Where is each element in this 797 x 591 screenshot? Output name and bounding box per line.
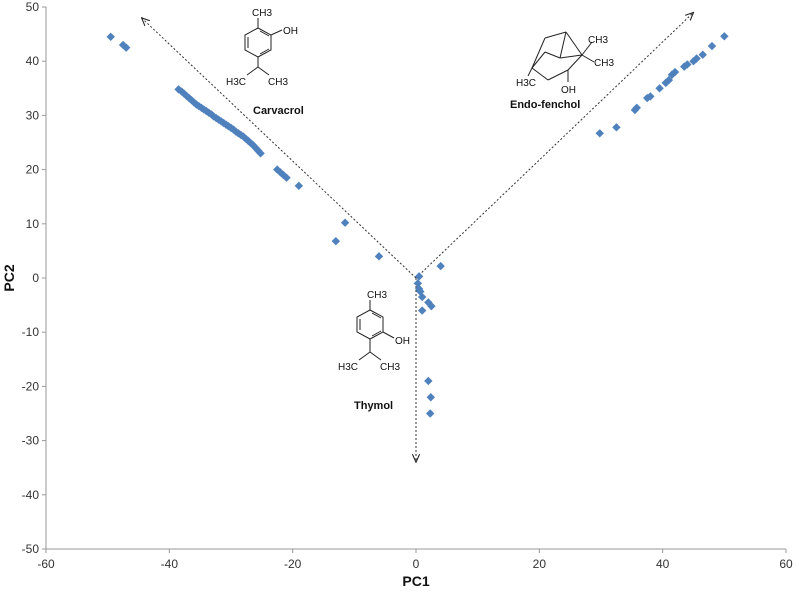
x-tick-label: -20 xyxy=(284,557,302,571)
data-point xyxy=(244,136,253,146)
carvacrol-atom-ch3-right: CH3 xyxy=(268,77,288,88)
data-point xyxy=(707,41,717,51)
data-point xyxy=(331,236,341,246)
data-point xyxy=(340,218,350,227)
data-point xyxy=(424,376,433,386)
y-tick-label: -40 xyxy=(22,488,40,502)
y-axis-ticks: 50 40 30 20 10 0 -10 -20 -30 -40 -50 xyxy=(22,0,46,556)
y-tick-label: 50 xyxy=(26,0,40,14)
carvacrol-label: Carvacrol xyxy=(253,105,304,117)
data-point xyxy=(646,92,655,101)
data-point xyxy=(106,32,115,42)
x-tick-label: -60 xyxy=(37,557,55,571)
thymol-atom-oh: OH xyxy=(395,336,410,347)
endo-fenchol-label: Endo-fenchol xyxy=(510,99,580,111)
data-point xyxy=(436,261,445,271)
data-point xyxy=(207,110,216,119)
data-point xyxy=(294,181,304,191)
plot-area: 50 40 30 20 10 0 -10 -20 -30 -40 -50 -60 -40 -20 0 20 4… xyxy=(22,0,793,571)
y-tick-label: -20 xyxy=(22,379,40,393)
y-tick-label: -30 xyxy=(22,434,40,448)
x-axis-title: PC1 xyxy=(402,573,429,589)
data-point xyxy=(632,103,641,113)
y-tick-label: -50 xyxy=(22,542,40,556)
thymol-label: Thymol xyxy=(354,400,393,412)
fenchol-atom-oh: OH xyxy=(561,85,576,96)
x-tick-label: 60 xyxy=(779,557,793,571)
data-point xyxy=(720,32,729,41)
data-point xyxy=(417,306,427,315)
data-point xyxy=(417,292,427,302)
data-point xyxy=(189,98,199,107)
thymol-atom-h3c: H3C xyxy=(338,362,358,373)
data-point xyxy=(692,54,701,63)
carvacrol-atom-oh: OH xyxy=(283,26,298,37)
thymol-atom-ch3-right: CH3 xyxy=(380,362,400,373)
y-axis-title: PC2 xyxy=(1,264,17,291)
data-point xyxy=(374,252,384,261)
data-point xyxy=(670,67,680,77)
y-tick-label: 10 xyxy=(26,217,40,231)
data-point xyxy=(683,60,692,69)
data-point xyxy=(426,393,435,402)
thymol-structure: CH3 OH H3C CH3 xyxy=(338,290,410,373)
endo-fenchol-structure: CH3 CH3 H3C OH xyxy=(516,31,614,96)
loading-arrow xyxy=(142,18,417,279)
x-tick-label: 20 xyxy=(533,557,547,571)
y-tick-label: 0 xyxy=(32,271,39,285)
fenchol-atom-h3c: H3C xyxy=(516,78,536,89)
carvacrol-structure: CH3 OH H3C CH3 xyxy=(226,8,298,88)
carvacrol-atom-ch3-top: CH3 xyxy=(252,8,272,19)
data-point xyxy=(282,173,291,182)
data-point xyxy=(664,75,674,85)
x-tick-label: 40 xyxy=(656,557,670,571)
x-axis-ticks: -60 -40 -20 0 20 40 60 xyxy=(37,549,793,571)
data-point xyxy=(698,50,707,59)
y-tick-label: 30 xyxy=(26,108,40,122)
fenchol-atom-ch3-a: CH3 xyxy=(588,35,608,46)
data-point xyxy=(595,129,604,138)
y-tick-label: 20 xyxy=(26,163,40,177)
loading-arrow xyxy=(415,12,694,279)
data-point xyxy=(121,43,131,52)
y-tick-label: -10 xyxy=(22,325,40,339)
data-point xyxy=(256,149,265,158)
x-tick-label: -40 xyxy=(161,557,179,571)
data-point xyxy=(414,272,424,281)
data-point xyxy=(179,89,189,98)
data-point xyxy=(612,123,621,132)
x-tick-label: 0 xyxy=(413,557,420,571)
y-tick-label: 40 xyxy=(26,54,40,68)
data-point xyxy=(655,84,664,93)
data-point xyxy=(427,301,436,311)
data-point xyxy=(118,40,128,50)
fenchol-atom-ch3-b: CH3 xyxy=(594,58,614,69)
thymol-atom-ch3-top: CH3 xyxy=(367,290,387,301)
data-point xyxy=(425,409,435,418)
data-points xyxy=(106,32,729,418)
carvacrol-atom-h3c: H3C xyxy=(226,77,246,88)
loading-arrows xyxy=(142,12,694,462)
